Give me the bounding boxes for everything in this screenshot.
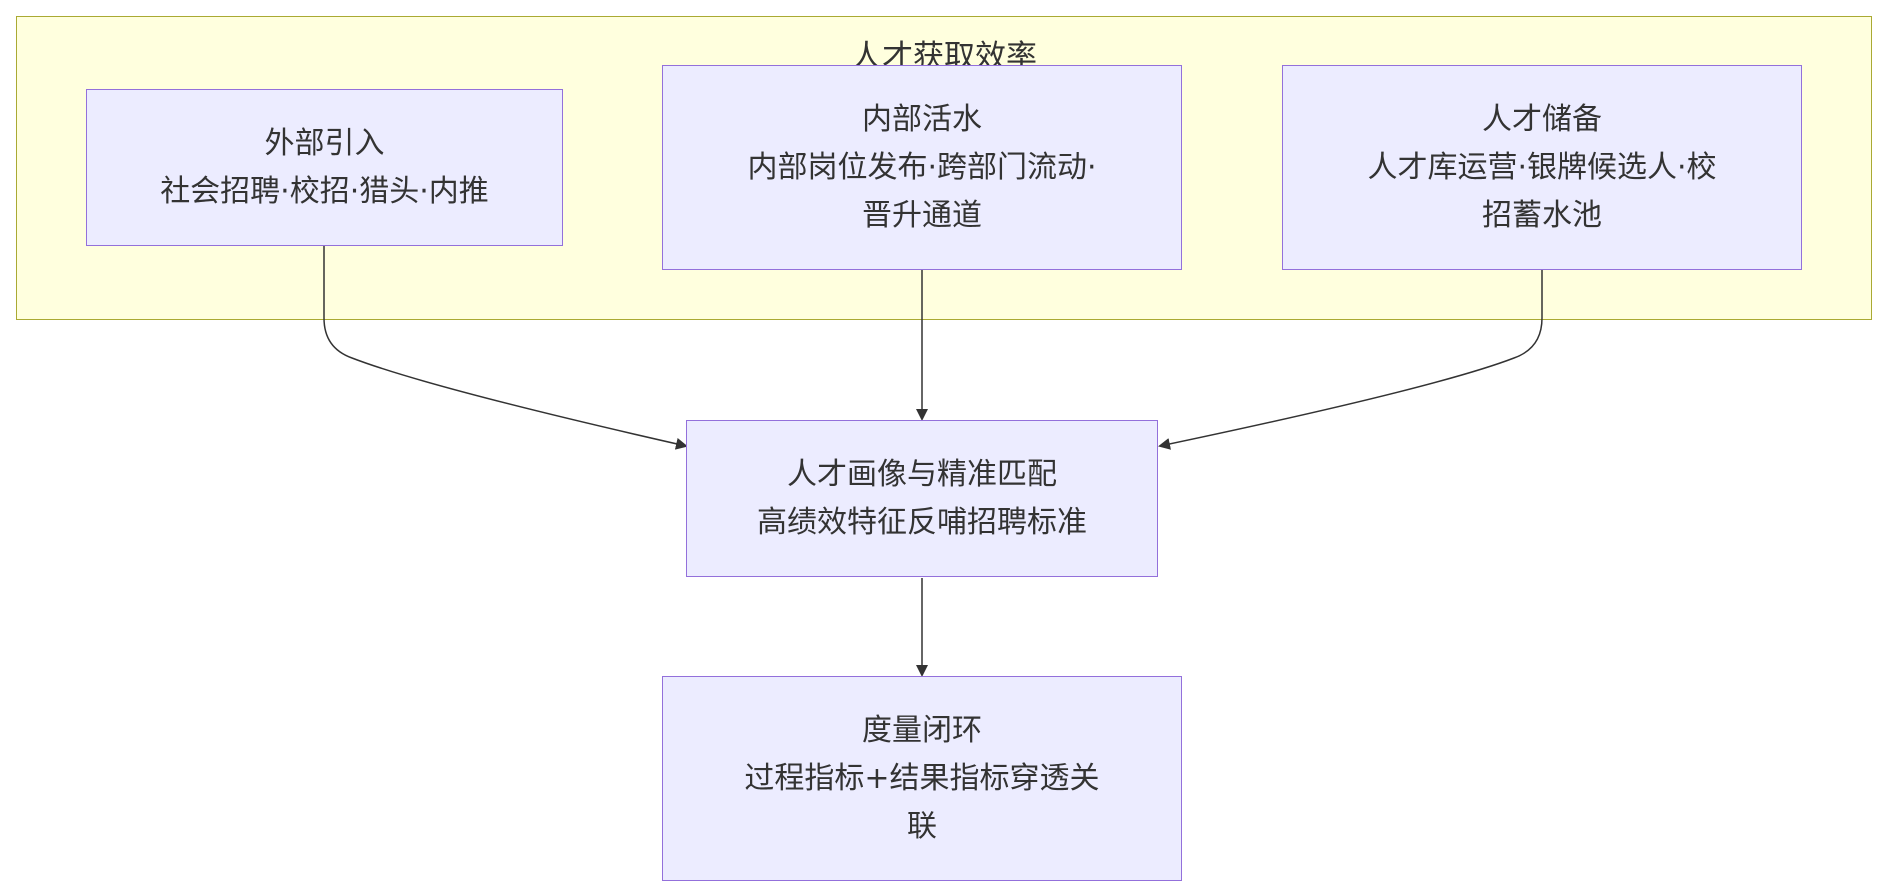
node-title: 外部引入 bbox=[264, 125, 385, 161]
node-detail: 社会招聘·校招·猎头·内推 bbox=[160, 173, 489, 209]
node-detail: 过程指标+结果指标穿透关 bbox=[744, 760, 1100, 796]
measurement-loop-node[interactable]: 度量闭环 过程指标+结果指标穿透关 联 bbox=[662, 676, 1182, 881]
node-detail: 人才库运营·银牌候选人·校 bbox=[1367, 149, 1717, 185]
edge-external-to-profile bbox=[323, 246, 688, 450]
node-title: 人才储备 bbox=[1482, 101, 1602, 137]
talent-reserve-node[interactable]: 人才储备 人才库运营·银牌候选人·校 招蓄水池 bbox=[1282, 65, 1802, 270]
edge-reserve-to-profile bbox=[1158, 270, 1543, 450]
internal-mobility-node[interactable]: 内部活水 内部岗位发布·跨部门流动· 晋升通道 bbox=[662, 65, 1182, 270]
node-detail-cont: 招蓄水池 bbox=[1482, 197, 1602, 233]
node-title: 度量闭环 bbox=[862, 712, 982, 748]
talent-profile-matching-node[interactable]: 人才画像与精准匹配 高绩效特征反哺招聘标准 bbox=[686, 420, 1158, 577]
node-detail-cont: 晋升通道 bbox=[862, 197, 982, 233]
node-detail-cont: 联 bbox=[907, 808, 937, 844]
node-title: 人才画像与精准匹配 bbox=[787, 456, 1057, 492]
external-intake-node[interactable]: 外部引入 社会招聘·校招·猎头·内推 bbox=[86, 89, 563, 246]
node-detail: 内部岗位发布·跨部门流动· bbox=[747, 149, 1097, 185]
node-detail: 高绩效特征反哺招聘标准 bbox=[757, 504, 1087, 540]
node-title: 内部活水 bbox=[862, 101, 982, 137]
